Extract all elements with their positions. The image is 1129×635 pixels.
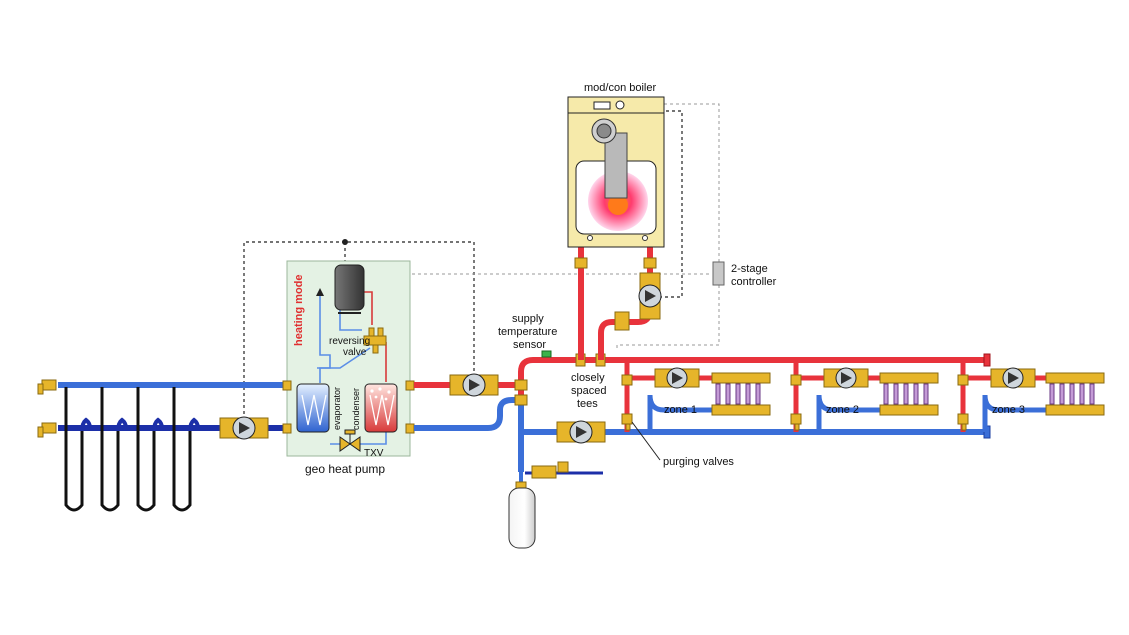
ground-loop-circulator xyxy=(219,416,269,440)
controller-label-1: 2-stage xyxy=(731,263,768,275)
zone-2-label: zone 2 xyxy=(826,404,859,416)
boiler-circulator xyxy=(638,272,662,320)
zone-1-circulator xyxy=(654,367,700,389)
evaporator xyxy=(296,383,330,433)
hp-circulator xyxy=(449,373,499,397)
expansion-tank-piping xyxy=(515,461,603,491)
txv-label: TXV xyxy=(364,448,384,459)
ground-loop-u-bends xyxy=(64,387,192,512)
heating-mode-label: heating mode xyxy=(293,274,305,346)
hp-return-pipe xyxy=(414,397,521,431)
two-stage-controller xyxy=(712,261,725,286)
boiler-display xyxy=(593,101,611,110)
sensor-label-3: sensor xyxy=(513,339,546,351)
main-return-circulator xyxy=(556,420,606,444)
compressor xyxy=(334,264,365,311)
zone-3-manifold xyxy=(1045,372,1105,416)
ground-loop-crossovers xyxy=(80,417,200,432)
tees-label-3: tees xyxy=(577,398,598,410)
txv-valve xyxy=(339,429,361,452)
flow-arrow-icon xyxy=(316,288,324,296)
condenser-label: condenser xyxy=(351,388,361,430)
controller-label-2: controller xyxy=(731,276,777,288)
condenser xyxy=(364,383,398,433)
expansion-tank xyxy=(508,487,536,549)
zone-1-label: zone 1 xyxy=(664,404,697,416)
tees-label-1: closely xyxy=(571,372,605,384)
wiring-junction-dot xyxy=(342,239,348,245)
ground-loop-purge-valves xyxy=(37,379,57,438)
heat-pump-label: geo heat pump xyxy=(305,462,385,476)
purging-valves-label: purging valves xyxy=(663,456,734,468)
reversing-valve-label-1: reversing xyxy=(329,336,370,347)
evaporator-label: evaporator xyxy=(332,387,342,430)
zone-1-manifold xyxy=(711,372,771,416)
zone-2-manifold xyxy=(879,372,939,416)
zone-2-circulator xyxy=(823,367,869,389)
purging-valves-leader xyxy=(631,421,661,461)
zone-3-label: zone 3 xyxy=(992,404,1025,416)
main-supply-header xyxy=(518,357,990,400)
boiler-burner-tube xyxy=(604,132,628,199)
sensor-label-1: supply xyxy=(512,313,544,325)
boiler-power-button xyxy=(615,100,625,110)
supply-temperature-sensor xyxy=(541,350,552,358)
reversing-valve xyxy=(363,327,387,354)
sensor-label-2: temperature xyxy=(498,326,557,338)
zone-3-circulator xyxy=(990,367,1036,389)
boiler-label: mod/con boiler xyxy=(584,82,656,94)
reversing-valve-label-2: valve xyxy=(343,347,367,358)
tees-label-2: spaced xyxy=(571,385,606,397)
zone-purging-valves xyxy=(621,374,969,431)
